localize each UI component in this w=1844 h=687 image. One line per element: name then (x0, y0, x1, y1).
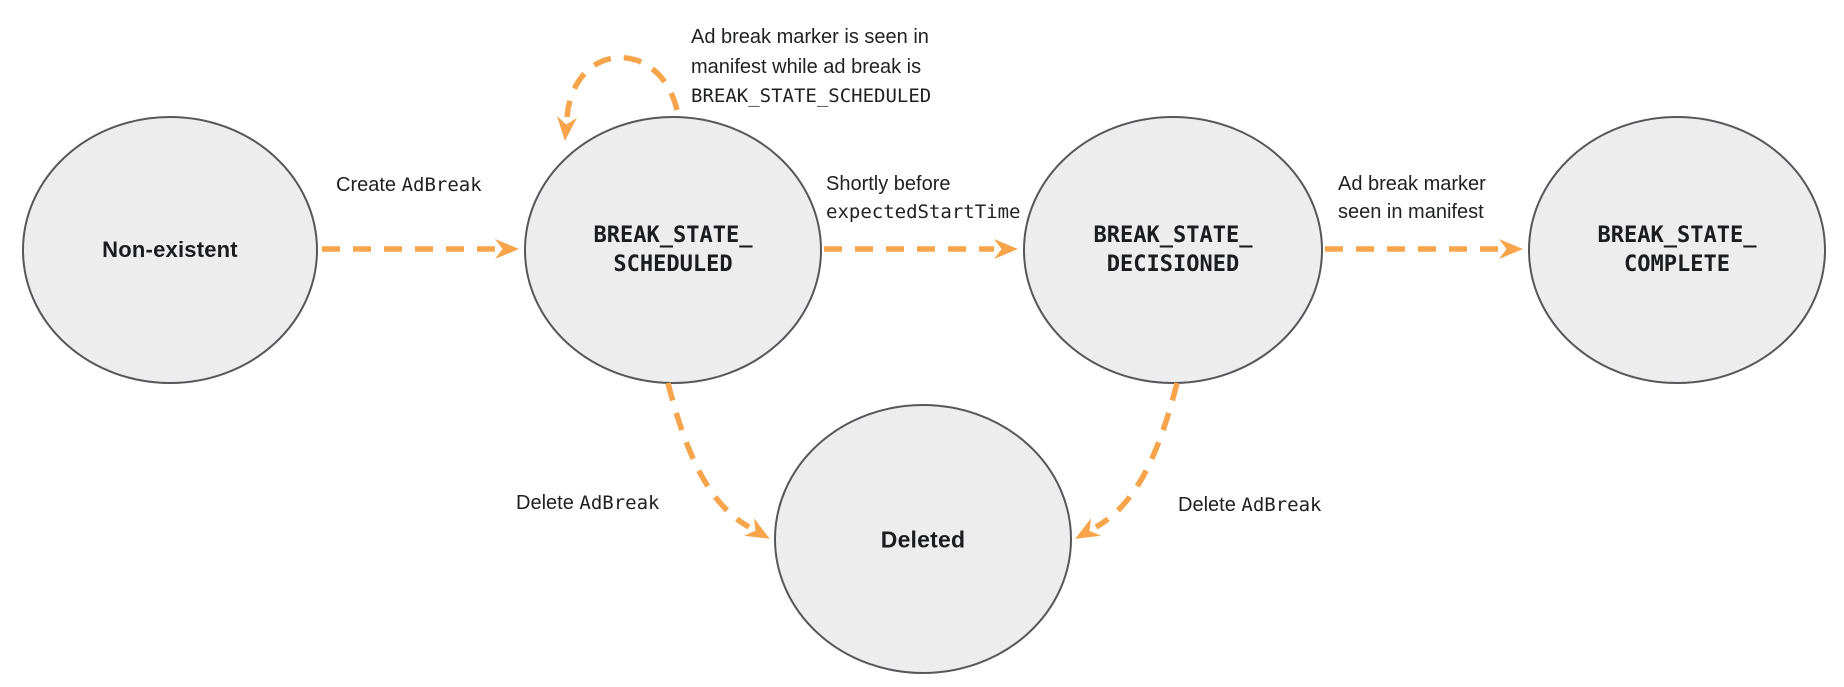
node-label-deleted: Deleted (880, 526, 966, 553)
node-label-break-state-decisioned: BREAK_STATE_ DECISIONED (1094, 221, 1253, 279)
edge-delete-left-arrow (665, 382, 770, 539)
edge-label-line: seen in manifest (1338, 201, 1484, 223)
edge-label-line: manifest while ad break is (691, 55, 922, 78)
edge-label-delete-adbreak-right: Delete AdBreak (1178, 491, 1321, 519)
edge-delete-right-arrow (1075, 382, 1180, 539)
edge-label-line: Ad break marker is seen in (691, 26, 929, 48)
state-node-break-state-decisioned (1023, 116, 1323, 384)
node-label-break-state-scheduled: BREAK_STATE_ SCHEDULED (594, 221, 753, 279)
state-node-deleted (774, 404, 1072, 674)
node-label-line: BREAK_STATE_ (593, 223, 753, 248)
edge-label-code: BREAK_STATE_SCHEDULED (691, 85, 932, 107)
edge-label-code: expectedStartTime (826, 201, 1021, 223)
edge-label-line: Shortly before (826, 173, 951, 195)
edge-label-text: Delete (516, 492, 580, 514)
node-label-line: DECISIONED (1106, 252, 1240, 277)
edge-label-self-loop: Ad break marker is seen in manifest whil… (691, 23, 931, 112)
edge-label-code: AdBreak (401, 174, 482, 196)
edge-label-text: Delete (1178, 494, 1242, 516)
node-label-break-state-complete: BREAK_STATE_ COMPLETE (1598, 221, 1757, 279)
node-label-line: BREAK_STATE_ (1597, 223, 1757, 248)
edge-label-shortly-before: Shortly before expectedStartTime (826, 170, 1020, 226)
node-label-line: BREAK_STATE_ (1093, 223, 1253, 248)
node-label-line: SCHEDULED (613, 252, 733, 277)
edge-self-loop-arrow (557, 54, 680, 141)
edge-label-text: Create (336, 174, 402, 196)
edge-label-create-adbreak: Create AdBreak (336, 171, 482, 199)
state-node-non-existent (22, 116, 318, 384)
node-label-line: COMPLETE (1624, 252, 1730, 277)
state-node-break-state-complete (1528, 116, 1826, 384)
state-node-break-state-scheduled (524, 116, 822, 384)
node-label-non-existent: Non-existent (102, 237, 238, 262)
edge-label-delete-adbreak-left: Delete AdBreak (516, 489, 659, 517)
edge-label-code: AdBreak (1241, 494, 1322, 516)
edge-label-line: Ad break marker (1338, 173, 1486, 195)
edge-label-marker-seen: Ad break marker seen in manifest (1338, 170, 1486, 226)
edge-label-code: AdBreak (579, 492, 660, 514)
